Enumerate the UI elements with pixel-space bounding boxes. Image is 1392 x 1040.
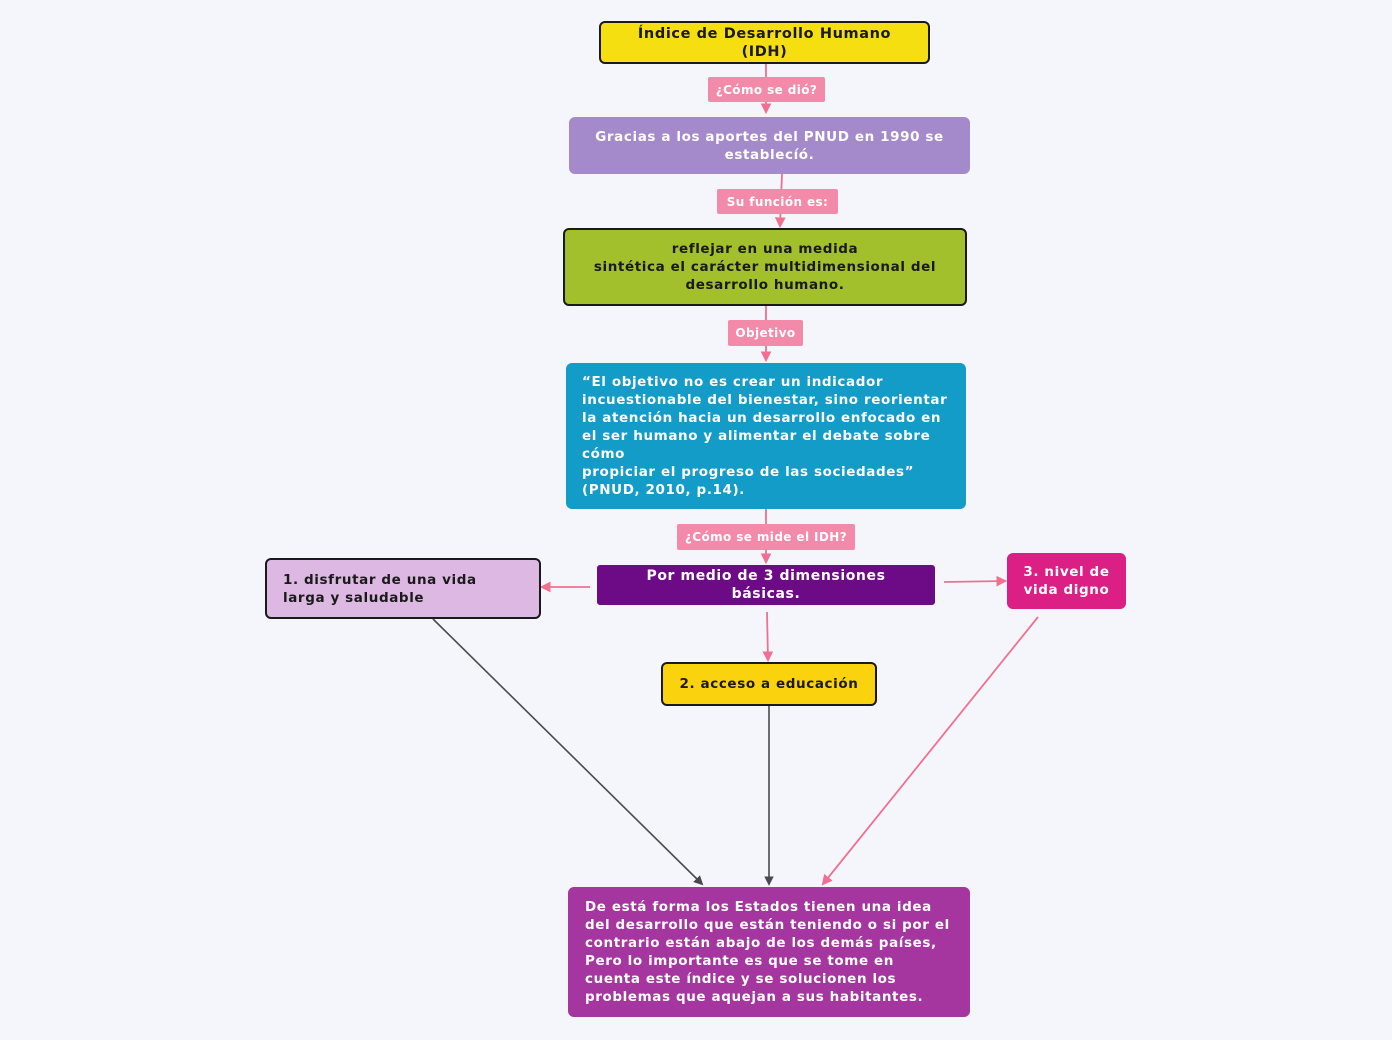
label-objective-text: Objetivo: [735, 326, 796, 340]
dimension-1-node[interactable]: 1. disfrutar de una vida larga y saludab…: [265, 558, 541, 619]
dimension-2-node-text: 2. acceso a educación: [679, 676, 859, 692]
function-node[interactable]: reflejar en una medida sintética el cará…: [563, 228, 967, 306]
label-function[interactable]: Su función es:: [717, 189, 838, 214]
dimension-3-node[interactable]: 3. nivel de vida digno: [1007, 553, 1126, 609]
label-function-text: Su función es:: [726, 194, 829, 209]
connector-dimensions-dim3: [943, 575, 1008, 587]
label-how-measured[interactable]: ¿Cómo se mide el IDH?: [677, 524, 855, 550]
objective-node-text: “El objetivo no es crear un indicador in…: [582, 374, 948, 498]
dimensions-node-text: Por medio de 3 dimensiones básicas.: [646, 568, 886, 602]
dimension-2-node[interactable]: 2. acceso a educación: [661, 662, 877, 706]
dimensions-node[interactable]: Por medio de 3 dimensiones básicas.: [597, 565, 935, 605]
origin-node[interactable]: Gracias a los aportes del PNUD en 1990 s…: [569, 117, 970, 174]
function-node-text: reflejar en una medida sintética el cará…: [593, 241, 937, 293]
title-node[interactable]: Índice de Desarrollo Humano (IDH): [599, 21, 930, 64]
conclusion-node-text: De está forma los Estados tienen una ide…: [585, 899, 950, 1005]
label-how-given[interactable]: ¿Cómo se dió?: [708, 77, 825, 102]
conclusion-node[interactable]: De está forma los Estados tienen una ide…: [568, 887, 970, 1017]
label-how-given-text: ¿Cómo se dió?: [715, 82, 818, 97]
label-how-measured-text: ¿Cómo se mide el IDH?: [684, 530, 848, 544]
label-objective[interactable]: Objetivo: [728, 320, 803, 346]
title-node-text: Índice de Desarrollo Humano (IDH): [637, 25, 892, 60]
dimension-1-node-text: 1. disfrutar de una vida larga y saludab…: [283, 571, 477, 606]
connector-dimensions-dim2: [762, 611, 774, 663]
origin-node-text: Gracias a los aportes del PNUD en 1990 s…: [595, 128, 944, 163]
connector-dim3-conclusion: [821, 616, 1039, 886]
dimension-3-node-text: 3. nivel de vida digno: [1023, 564, 1110, 598]
connector-dim1-conclusion: [432, 618, 704, 886]
objective-node[interactable]: “El objetivo no es crear un indicador in…: [566, 363, 966, 509]
